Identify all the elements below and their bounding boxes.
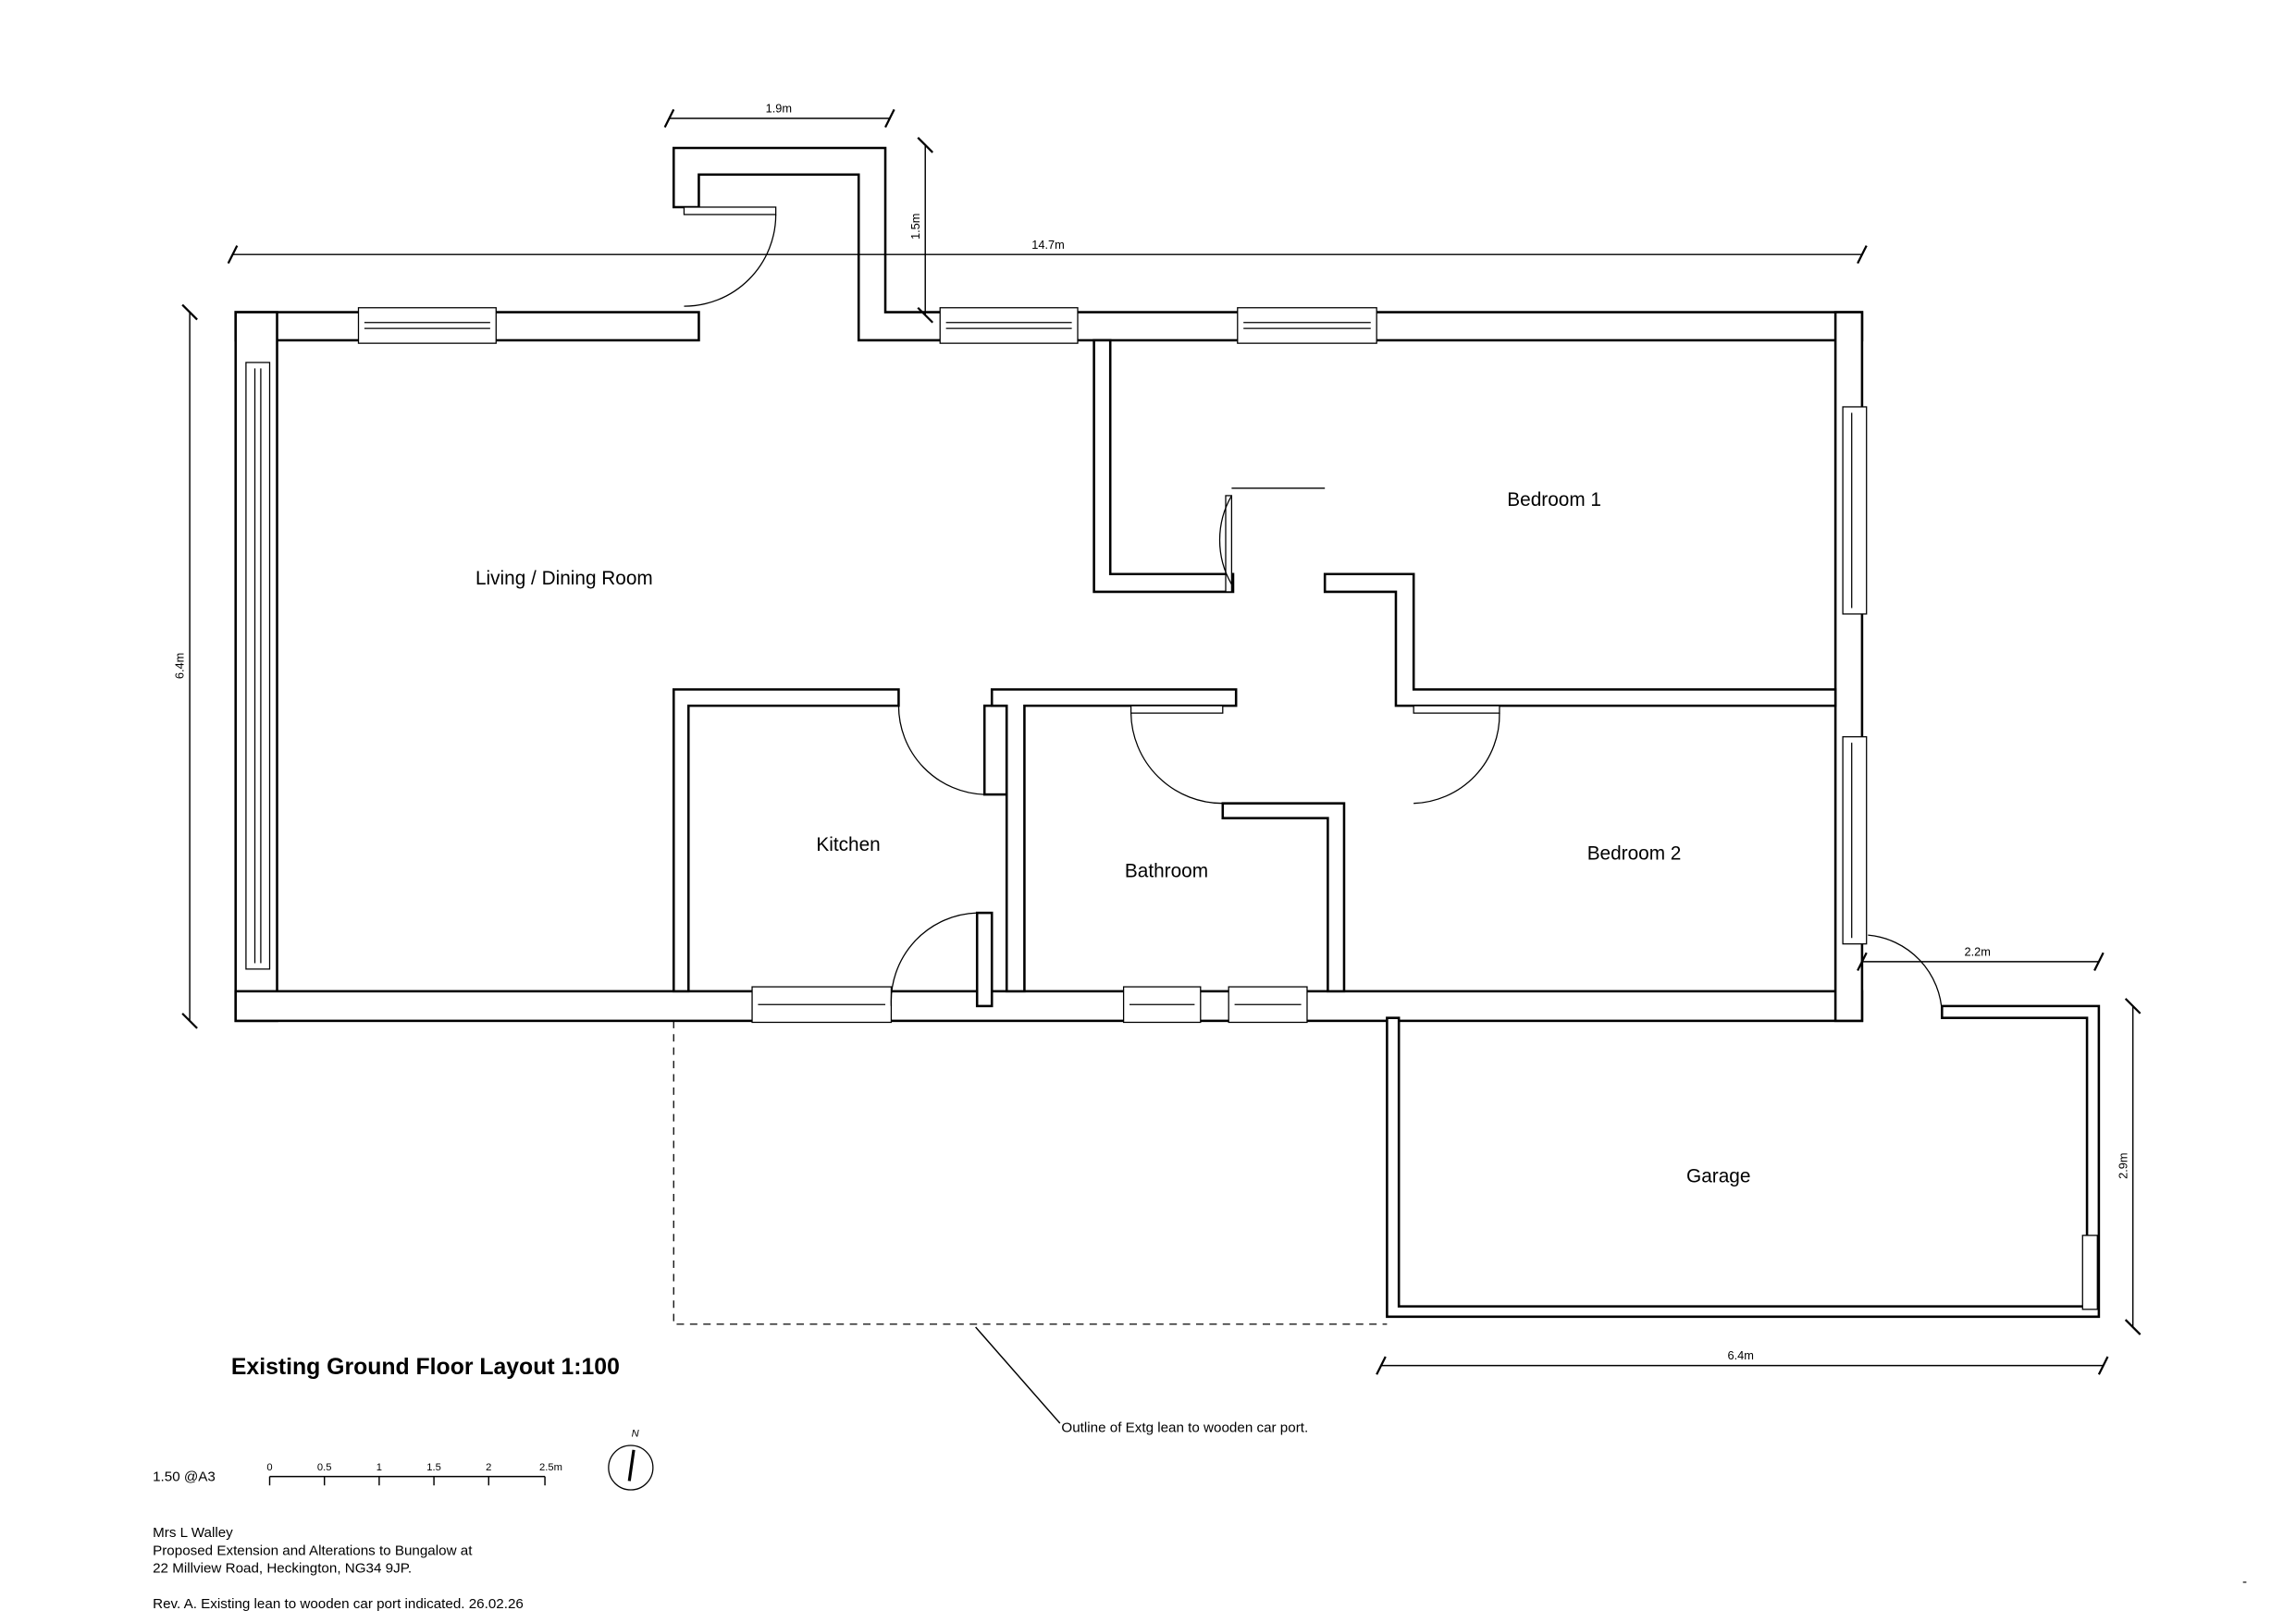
carport-leader-line (975, 1326, 1061, 1424)
room-label-living: Living / Dining Room (475, 568, 653, 589)
client-name: Mrs L Walley (153, 1525, 233, 1541)
dim-porch-width: 1.9m (766, 102, 792, 116)
dim-porch-depth: 1.5m (908, 214, 922, 240)
dimension-lines (181, 108, 2142, 1375)
project-address: 22 Millview Road, Heckington, NG34 9JP. (153, 1561, 412, 1577)
corner-mark: - (2242, 1574, 2247, 1590)
windows (245, 307, 2098, 1310)
scale-tick-1: 0.5 (317, 1462, 332, 1473)
doors (683, 206, 1943, 1014)
scale-tick-5: 2.5m (539, 1462, 562, 1473)
revision-note: Rev. A. Existing lean to wooden car port… (153, 1596, 524, 1612)
north-label: N (632, 1428, 640, 1439)
dim-garage-offset: 2.2m (1964, 944, 1990, 958)
north-arrow-icon (608, 1445, 654, 1491)
walls (234, 146, 2101, 1319)
dim-overall-depth: 6.4m (173, 653, 187, 679)
scale-tick-2: 1 (376, 1462, 382, 1473)
dim-garage-depth: 2.9m (2116, 1152, 2129, 1178)
carport-outline (673, 1020, 1388, 1325)
scale-tick-4: 2 (486, 1462, 491, 1473)
scale-tick-3: 1.5 (426, 1462, 441, 1473)
project-description: Proposed Extension and Alterations to Bu… (153, 1543, 473, 1558)
scale-bar (268, 1475, 546, 1486)
carport-annotation: Outline of Extg lean to wooden car port. (1061, 1420, 1308, 1436)
dim-overall-width: 14.7m (1031, 238, 1065, 252)
dim-garage-width: 6.4m (1728, 1348, 1754, 1362)
scale-tick-0: 0 (266, 1462, 272, 1473)
room-label-bathroom: Bathroom (1125, 861, 1208, 882)
room-label-garage: Garage (1686, 1165, 1750, 1187)
room-label-bedroom2: Bedroom 2 (1587, 842, 1682, 864)
drawing-title: Existing Ground Floor Layout 1:100 (231, 1355, 620, 1380)
room-label-kitchen: Kitchen (816, 834, 880, 855)
room-label-bedroom1: Bedroom 1 (1507, 489, 1601, 510)
scale-label: 1.50 @A3 (153, 1469, 216, 1484)
